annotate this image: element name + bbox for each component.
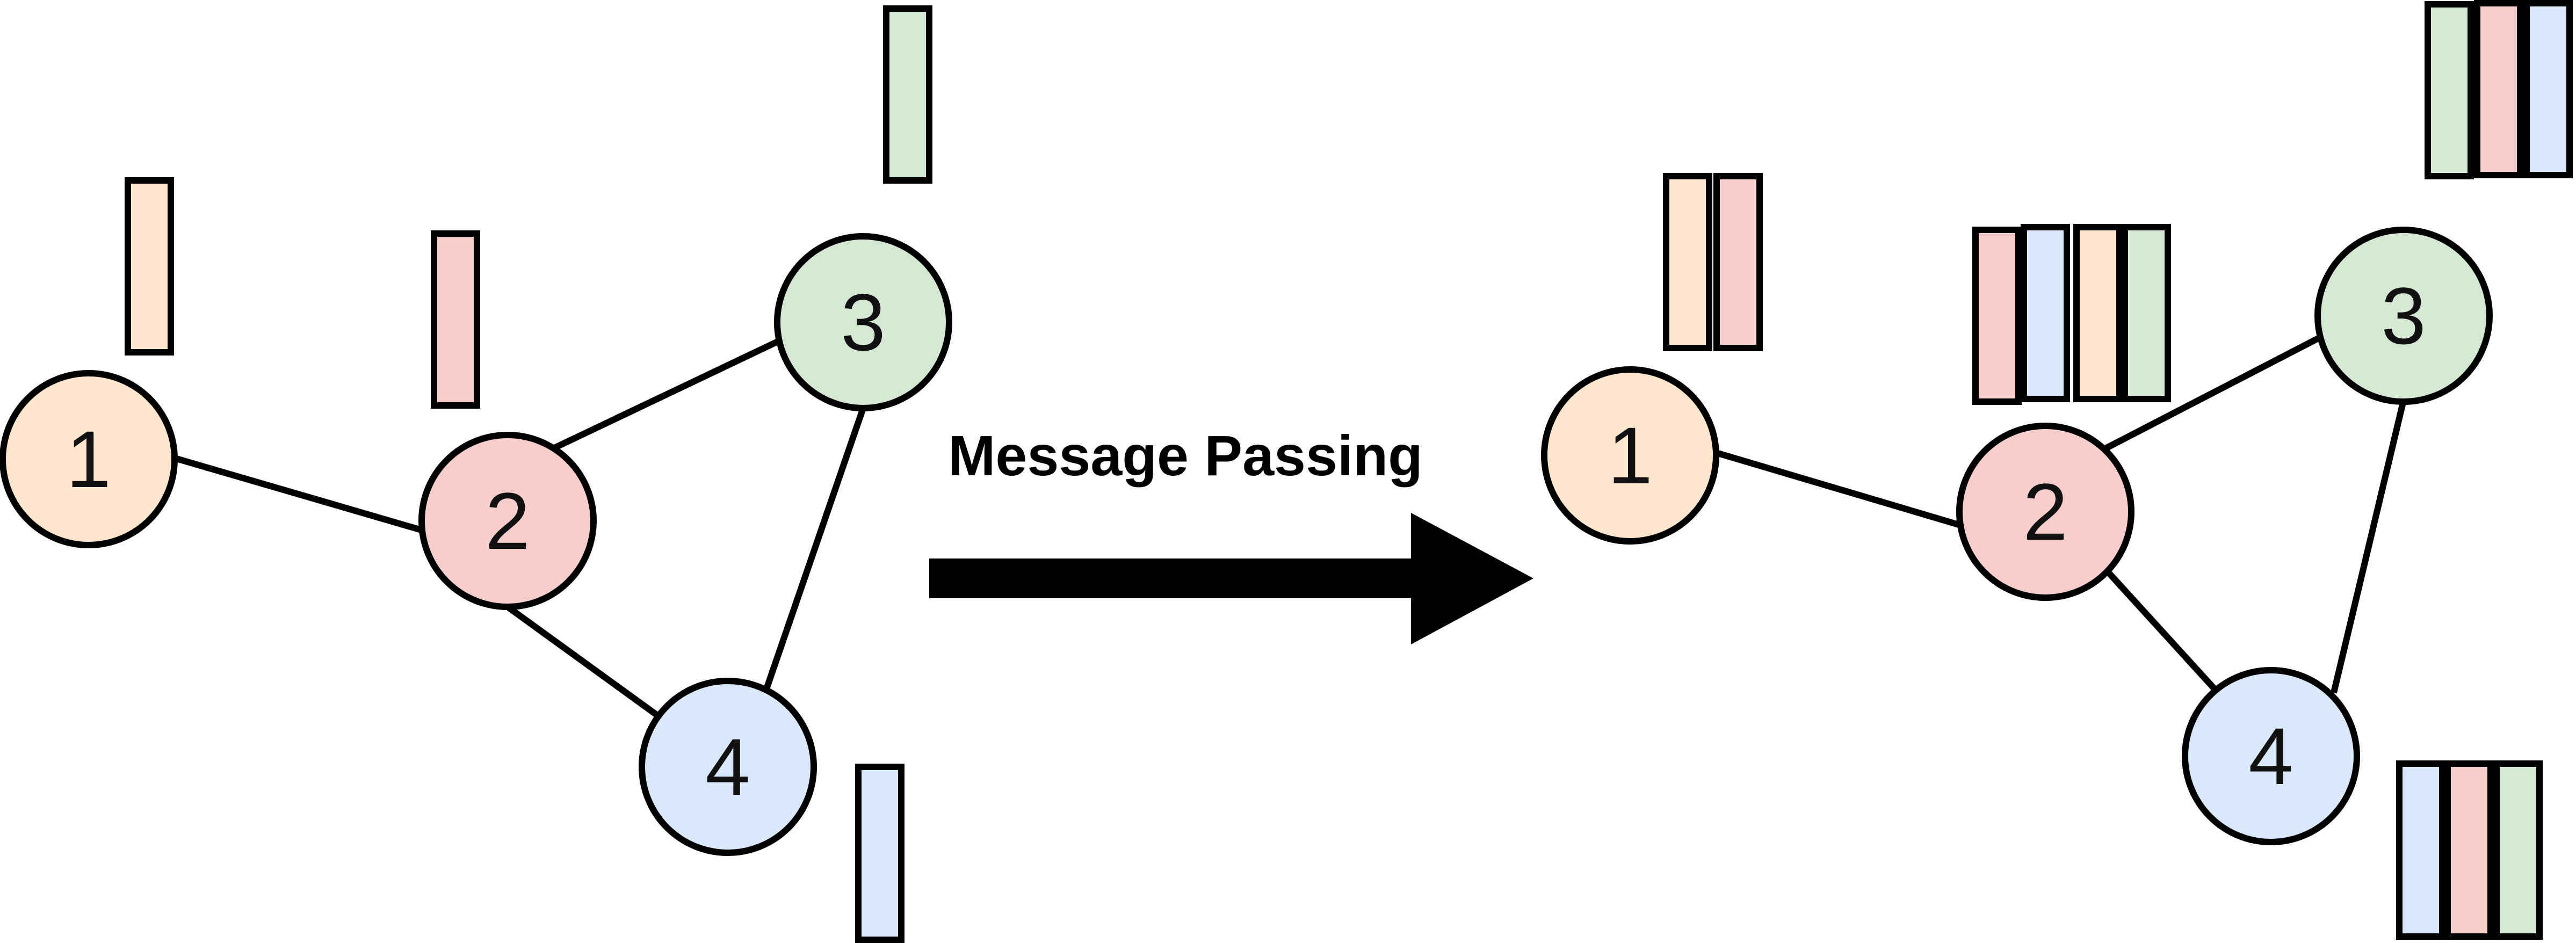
after-feature-node-2-from-1 (2073, 224, 2123, 402)
after-node-4-label: 4 (2248, 711, 2293, 801)
before-graph: 1 2 3 4 (0, 5, 952, 943)
before-node-4: 4 (639, 678, 817, 856)
after-node-4-circle (2182, 667, 2360, 845)
before-feature-node-4 (855, 764, 905, 943)
after-feature-node-1-from-2 (1713, 173, 1763, 351)
after-edge-2-4 (2103, 567, 2218, 693)
before-feature-node-3 (883, 5, 932, 184)
after-node-3-circle (2314, 227, 2493, 405)
after-feature-node-2-self (1972, 227, 2022, 405)
after-feature-node-4-from-2 (2444, 760, 2494, 940)
before-node-1-label: 1 (66, 414, 111, 504)
after-node-3-label: 3 (2381, 271, 2426, 361)
message-passing-arrow: Message Passing (929, 424, 1533, 644)
before-node-1: 1 (0, 370, 178, 548)
after-edge-3-4 (2331, 399, 2407, 694)
after-feature-node-2-from-4 (2021, 224, 2070, 402)
before-edge-2-4 (505, 604, 662, 720)
after-node-4: 4 (2182, 667, 2360, 845)
after-node-1-circle (1541, 366, 1719, 545)
after-feature-node-2-from-3 (2122, 224, 2171, 402)
after-feature-vectors (1663, 0, 2573, 940)
before-feature-vectors (125, 5, 932, 943)
after-edges (1715, 334, 2407, 694)
before-nodes: 1 2 3 4 (0, 233, 952, 856)
before-node-1-circle (0, 370, 178, 548)
before-node-3-label: 3 (841, 277, 885, 367)
after-node-3: 3 (2314, 227, 2493, 405)
after-feature-node-3-from-4 (2523, 0, 2573, 178)
after-node-1-label: 1 (1608, 410, 1652, 500)
after-feature-node-4-from-3 (2493, 760, 2543, 940)
after-nodes: 1 2 3 4 (1541, 227, 2493, 845)
after-edge-2-3 (2104, 334, 2322, 452)
before-node-2-label: 2 (485, 476, 530, 566)
before-edge-2-3 (552, 338, 780, 452)
before-edges (173, 338, 866, 720)
before-feature-node-1 (125, 177, 174, 356)
after-feature-node-1-self (1663, 173, 1712, 351)
before-node-3-circle (774, 233, 952, 411)
after-feature-node-3-self (2425, 1, 2474, 179)
before-feature-node-2 (431, 230, 480, 409)
before-node-4-circle (639, 678, 817, 856)
after-feature-node-4-self (2396, 760, 2445, 940)
before-node-2-circle (418, 432, 597, 610)
after-edge-1-2 (1715, 449, 1962, 528)
before-edge-1-2 (173, 455, 424, 534)
after-graph: 1 2 3 4 (1541, 0, 2573, 940)
after-node-2-circle (1956, 423, 2134, 601)
after-node-2-label: 2 (2023, 467, 2067, 557)
before-node-3: 3 (774, 233, 952, 411)
before-node-2: 2 (418, 432, 597, 610)
arrow-shape (929, 513, 1533, 644)
arrow-label: Message Passing (948, 424, 1423, 488)
after-feature-node-3-from-2 (2474, 0, 2523, 178)
after-node-2: 2 (1956, 423, 2134, 601)
before-node-4-label: 4 (705, 722, 750, 812)
before-edge-3-4 (764, 407, 866, 688)
after-node-1: 1 (1541, 366, 1719, 545)
